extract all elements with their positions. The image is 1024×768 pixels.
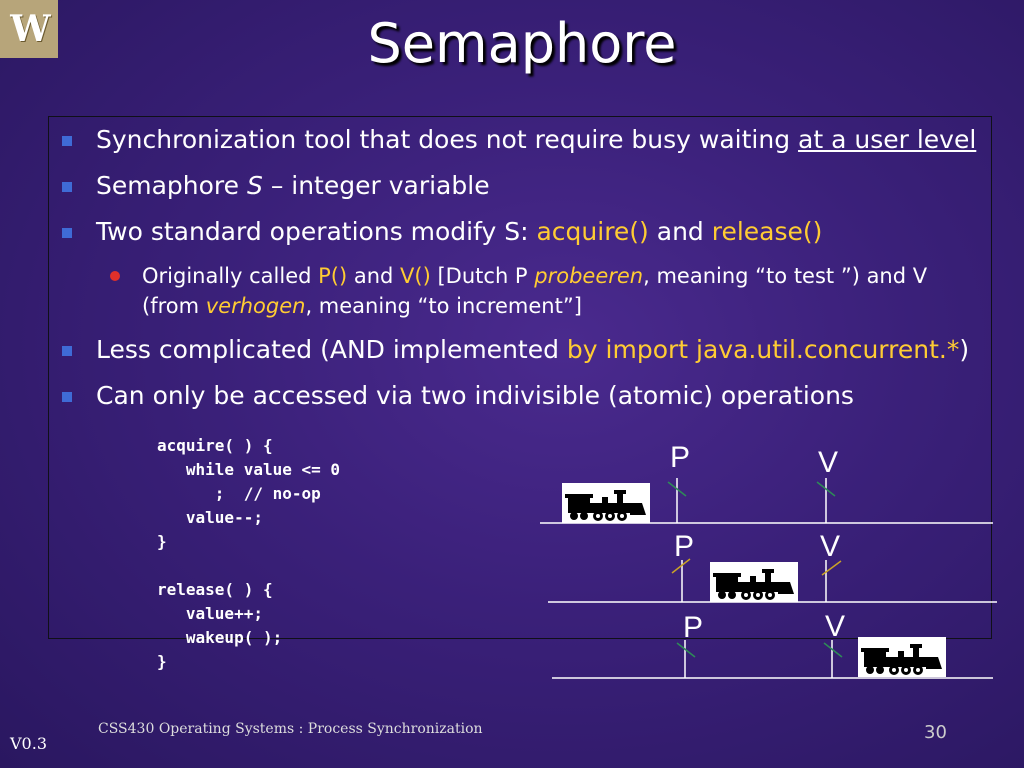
bullet-item: Semaphore S – integer variable — [60, 171, 990, 201]
v-op: V() — [400, 264, 431, 288]
bullet-list: Synchronization tool that does not requi… — [60, 125, 990, 427]
bullet-text: Less complicated (AND implemented — [96, 335, 567, 364]
version-label: V0.3 — [10, 734, 47, 753]
bullet-text: Two standard operations modify S: — [96, 217, 537, 246]
bullet-square-icon — [62, 182, 72, 192]
release-op: release() — [711, 217, 823, 246]
bullet-dot-icon — [110, 271, 120, 281]
code-block: acquire( ) { while value <= 0 ; // no-op… — [157, 436, 341, 671]
bullet-item: Synchronization tool that does not requi… — [60, 125, 990, 155]
footer-text: CSS430 Operating Systems : Process Synch… — [98, 721, 483, 737]
sub-bullet-item: Originally called P() and V() [Dutch P p… — [60, 261, 990, 321]
sub-bullet-text: [Dutch P — [430, 264, 535, 288]
bullet-square-icon — [62, 136, 72, 146]
bullet-underlined-text: at a user level — [798, 125, 977, 154]
bullet-square-icon — [62, 392, 72, 402]
acquire-op: acquire() — [536, 217, 649, 246]
university-logo: W — [0, 0, 58, 58]
p-label: P — [683, 611, 703, 644]
sub-bullet-text: Originally called — [142, 264, 319, 288]
bullet-item: Two standard operations modify S: acquir… — [60, 217, 990, 247]
sub-bullet-text: , meaning “to increment”] — [305, 294, 582, 318]
p-label: P — [674, 530, 694, 563]
slide-title: Semaphore — [367, 12, 677, 75]
sub-bullet-text: , meaning “to test ”) and V — [643, 264, 928, 288]
p-label: P — [670, 441, 690, 474]
page-number: 30 — [924, 722, 947, 743]
bullet-square-icon — [62, 228, 72, 238]
sub-bullet-text: and — [347, 264, 401, 288]
semaphore-flag — [821, 560, 842, 576]
p-op: P() — [318, 264, 348, 288]
train-icon — [710, 562, 798, 602]
v-label: V — [820, 530, 840, 563]
sub-bullet-text: (from — [142, 294, 206, 318]
content-frame — [48, 116, 992, 639]
bullet-item: Can only be accessed via two indivisible… — [60, 381, 990, 411]
bullet-text: and — [648, 217, 712, 246]
import-highlight: by import java.util.concurrent.* — [566, 335, 960, 364]
semaphore-flag — [667, 481, 687, 497]
bullet-text: ) — [959, 335, 970, 364]
bullet-text: Synchronization tool that does not requi… — [96, 125, 799, 154]
semaphore-flag — [816, 481, 836, 497]
bullet-square-icon — [62, 346, 72, 356]
probeeren-word: probeeren — [534, 264, 644, 288]
bullet-text: Semaphore — [96, 171, 247, 200]
v-label: V — [825, 610, 845, 643]
semaphore-flag — [676, 642, 696, 658]
v-label: V — [818, 446, 838, 479]
verhogen-word: verhogen — [205, 294, 306, 318]
bullet-item: Less complicated (AND implemented by imp… — [60, 335, 990, 365]
logo-letter: W — [10, 8, 50, 50]
semaphore-flag — [823, 642, 843, 658]
bullet-text: – integer variable — [262, 171, 490, 200]
semaphore-flag — [671, 558, 691, 574]
bullet-text: Can only be accessed via two indivisible… — [96, 381, 854, 410]
train-icon — [858, 637, 946, 677]
bullet-italic-text: S — [247, 171, 263, 200]
train-icon — [562, 483, 650, 523]
